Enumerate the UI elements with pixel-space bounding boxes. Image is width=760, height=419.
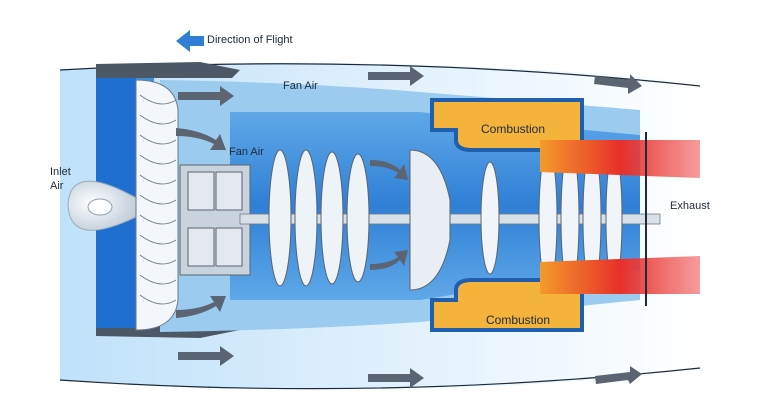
flow-arrow-icon: [176, 296, 226, 318]
exhaust-label: Exhaust: [670, 200, 710, 212]
direction-of-flight-label: Direction of Flight: [207, 34, 293, 46]
gearbox: [179, 164, 251, 276]
lp-compressor: [268, 149, 370, 287]
fan-cowl-top: [96, 62, 240, 78]
flow-arrow-icon: [368, 368, 424, 388]
inlet-air-line-2: Air: [50, 180, 64, 192]
exhaust-hot-top: [540, 140, 700, 178]
flow-arrow-icon: [594, 74, 642, 94]
flow-arrow-icon: [370, 160, 408, 180]
left-arrow-icon: [176, 30, 204, 52]
flow-arrow-icon: [178, 86, 234, 106]
fan-air-top-label: Fan Air: [283, 80, 318, 92]
fan-air-mid-label: Fan Air: [229, 146, 264, 158]
inlet-air-line-1: Inlet: [50, 166, 71, 178]
flow-arrow-icon: [370, 250, 408, 270]
turbine: [480, 145, 623, 291]
exhaust-hot-bottom: [540, 256, 700, 294]
flow-arrow-icon: [368, 66, 424, 86]
fan-blades: [135, 79, 179, 331]
combustor-top: [430, 98, 584, 152]
combustion-bottom-label: Combustion: [486, 313, 551, 327]
flow-arrow-icon: [178, 346, 234, 366]
inlet-air-label: Inlet Air: [50, 165, 71, 193]
flow-arrow-icon: [595, 366, 642, 384]
flow-arrow-icon: [176, 128, 226, 150]
hp-compressor: [409, 149, 451, 291]
combustion-top-label: Combustion: [481, 122, 546, 136]
flow-arrows: [176, 66, 642, 388]
